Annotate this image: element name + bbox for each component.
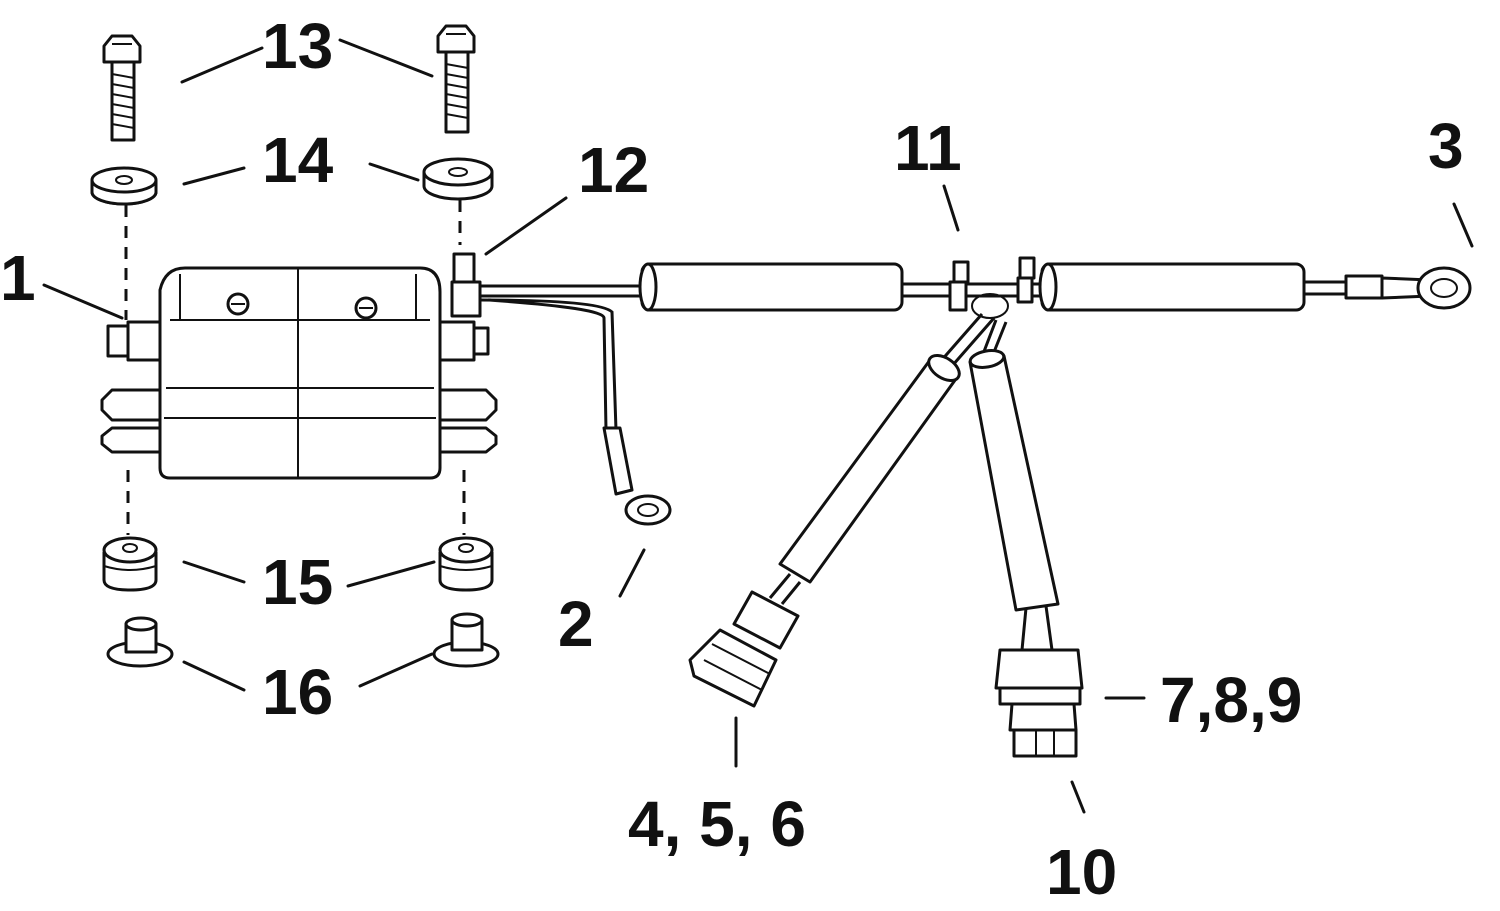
sleeve-hatch-diagonal <box>778 354 961 584</box>
screw-left <box>102 34 142 142</box>
sleeve-left <box>106 616 174 668</box>
ground-wire-left <box>479 298 618 431</box>
branch-wire-left <box>938 313 996 367</box>
callout-15: 15 <box>262 546 333 618</box>
callout-11: 11 <box>894 112 962 184</box>
sleeve-hatch-top-right <box>1038 262 1306 312</box>
leader-lines <box>42 38 1474 814</box>
screw-right <box>436 24 476 134</box>
callout-10: 10 <box>1046 836 1117 908</box>
washer-left <box>90 166 158 206</box>
ring-terminal-right <box>1344 266 1472 310</box>
callout-16: 16 <box>262 656 333 728</box>
callout-7-8-9: 7,8,9 <box>1160 664 1302 736</box>
callout-12: 12 <box>578 134 649 206</box>
sleeve-right <box>432 612 500 668</box>
grommet-right <box>438 536 494 592</box>
connector-b <box>994 648 1084 758</box>
callout-14: 14 <box>262 124 334 196</box>
callout-1: 1 <box>0 242 36 314</box>
sleeve-hatch-top-left <box>638 262 904 312</box>
callout-13: 13 <box>262 10 333 82</box>
connector-a-leads <box>768 573 802 605</box>
callout-4-5-6: 4, 5, 6 <box>628 788 806 860</box>
connector-b-leads <box>1020 605 1054 651</box>
module-body <box>100 266 498 480</box>
sleeve-hatch-vertical <box>968 349 1060 612</box>
washer-right <box>422 157 494 201</box>
tie-wrap-pair <box>948 256 1036 319</box>
callout-3: 3 <box>1428 110 1464 182</box>
main-wire <box>480 284 650 298</box>
callout-2: 2 <box>558 588 594 660</box>
grommet-left <box>102 536 158 592</box>
connector-a <box>688 590 800 708</box>
ring-terminal-left <box>602 426 672 526</box>
cable-clamp <box>450 252 482 318</box>
